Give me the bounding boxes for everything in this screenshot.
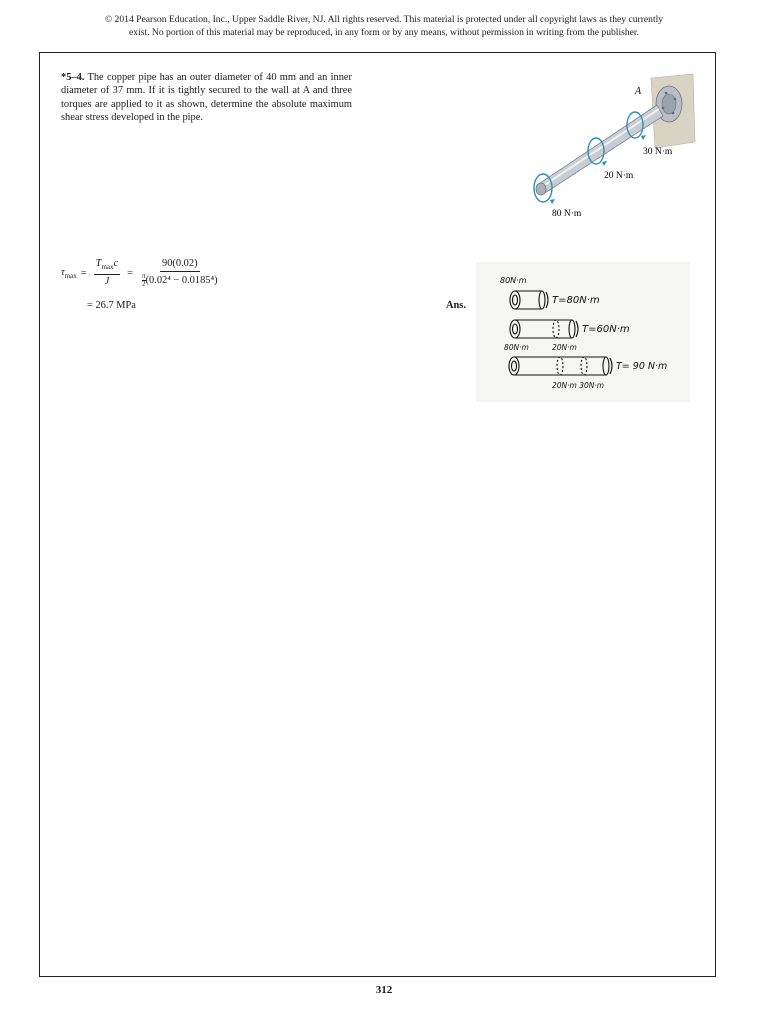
problem-text: The copper pipe has an outer diameter of…	[61, 72, 352, 124]
problem-number: *5–4.	[61, 72, 85, 83]
sketch-row2-t: T=60N·m	[582, 324, 630, 335]
torque-label-30: 30 N·m	[643, 147, 673, 157]
answer-label: Ans.	[446, 300, 466, 311]
problem-statement: *5–4. The copper pipe has an outer diame…	[61, 71, 352, 125]
equals-2: =	[127, 267, 134, 279]
equals-1: =	[80, 267, 87, 279]
torque-label-80: 80 N·m	[552, 209, 582, 219]
wall-label: A	[634, 86, 642, 97]
copyright-line-1: © 2014 Pearson Education, Inc., Upper Sa…	[104, 14, 664, 25]
copyright-notice: © 2014 Pearson Education, Inc., Upper Sa…	[40, 13, 728, 39]
page-frame	[39, 52, 716, 977]
sketch-row2-mid: 20N·m	[552, 343, 577, 352]
tau-symbol: τmax	[61, 266, 77, 280]
torque-arrows	[533, 111, 644, 203]
sketch-row3-t: T= 90 N·m	[616, 361, 667, 372]
sketch-row2-left: 80N·m	[504, 343, 529, 352]
sketch-row1-top: 80N·m	[500, 276, 527, 285]
handwritten-sketch: 80N·m T=80N·m T=60N·m 80N·m 20N·m T= 90 …	[476, 262, 690, 402]
fraction-tc-over-j: Tmaxc J	[93, 258, 121, 288]
torque-label-20: 20 N·m	[604, 171, 634, 181]
pipe-figure: A 30 N·m 20 N·m 80 N·m	[533, 73, 696, 219]
equation: τmax = Tmaxc J = 90(0.02) π 2 (0.02⁴ − 0…	[61, 258, 223, 288]
fraction-numeric: 90(0.02) π 2 (0.02⁴ − 0.0185⁴)	[142, 258, 218, 289]
sketch-row3-bottom: 20N·m 30N·m	[552, 381, 604, 390]
result-value: = 26.7 MPa	[87, 300, 136, 311]
sketch-row1-t: T=80N·m	[552, 295, 600, 306]
page-number: 312	[375, 984, 393, 996]
copyright-line-2: exist. No portion of this material may b…	[129, 27, 639, 38]
